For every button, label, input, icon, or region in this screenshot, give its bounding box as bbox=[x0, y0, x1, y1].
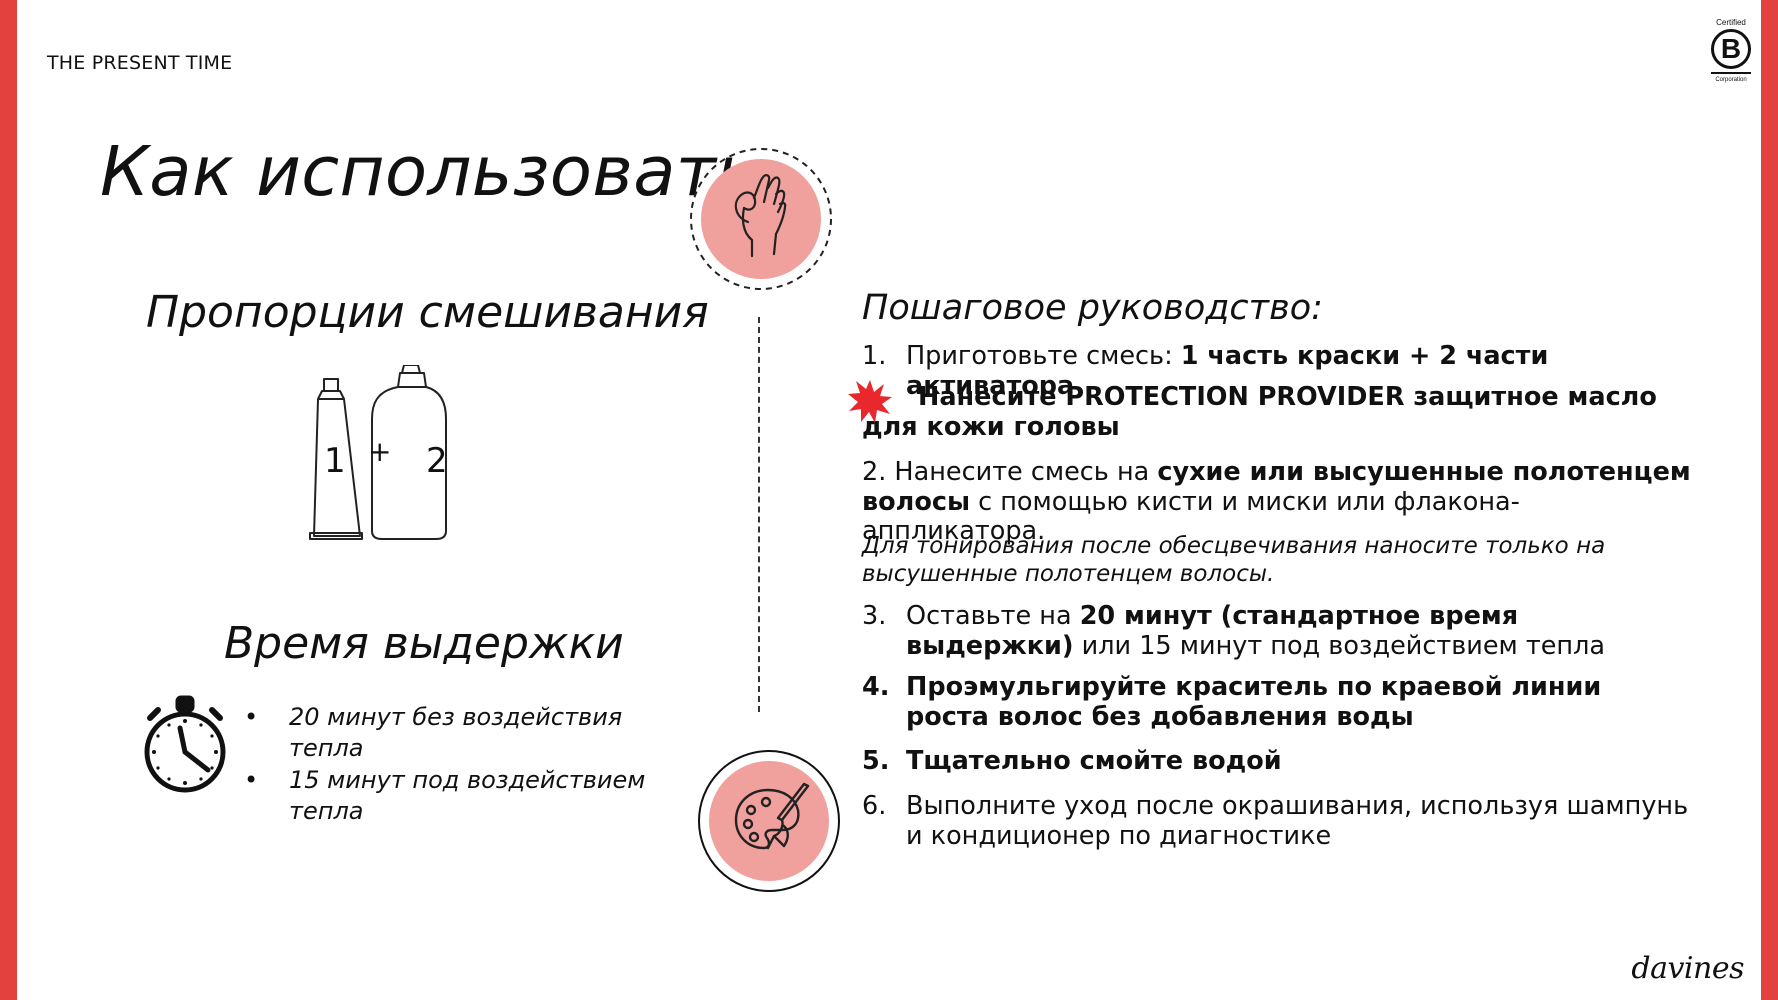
step-text: Выполните уход после окрашивания, исполь… bbox=[906, 791, 1689, 851]
davines-logo: davines bbox=[1631, 951, 1744, 986]
list-item: 20 минут без воздействия тепла bbox=[244, 702, 674, 764]
step-bold-text: 1 часть краски + 2 части активатора bbox=[906, 341, 1549, 401]
b-corp-logo: Certified B Corporation bbox=[1700, 18, 1762, 88]
step-1: 1. Приготовьте смесь: 1 часть краски + 2… bbox=[862, 341, 1692, 401]
starburst-icon bbox=[848, 380, 892, 423]
step-6: 6. Выполните уход после окрашивания, исп… bbox=[862, 791, 1692, 851]
step-number: 5. bbox=[862, 746, 890, 776]
step-text: 2. Нанесите смесь на bbox=[862, 457, 1158, 487]
toning-note: Для тонирования после обесцвечивания нан… bbox=[862, 533, 1606, 587]
step-3: 3. Оставьте на 20 минут (стандартное вре… bbox=[862, 601, 1692, 661]
step-number: 4. bbox=[862, 672, 890, 702]
palette-icon bbox=[698, 750, 840, 892]
b-corp-certified: Certified bbox=[1716, 18, 1746, 27]
b-corp-letter: B bbox=[1711, 29, 1751, 69]
step-bold-text: 20 минут (стандартное время выдержки) bbox=[906, 601, 1519, 661]
step-number: 6. bbox=[862, 791, 887, 821]
list-item: 15 минут под воздействием тепла bbox=[244, 765, 674, 827]
tube-and-bottle-icon bbox=[309, 365, 447, 540]
step-text: Тщательно смойте водой bbox=[906, 746, 1282, 776]
step-text: Оставьте на bbox=[906, 601, 1080, 631]
brand-label: THE PRESENT TIME bbox=[47, 52, 233, 74]
processing-time-heading: Время выдержки bbox=[224, 618, 624, 669]
stopwatch-icon bbox=[144, 695, 226, 793]
b-corp-corporation: Corporation bbox=[1715, 77, 1747, 83]
step-protection: Нанесите PROTECTION PROVIDER защитное ма… bbox=[848, 380, 1692, 442]
step-4: 4. Проэмульгируйте краситель по краевой … bbox=[862, 672, 1692, 732]
bottle-part-number: 2 bbox=[426, 441, 448, 481]
step-text: Нанесите PROTECTION PROVIDER защитное ма… bbox=[862, 382, 1657, 442]
step-5: 5. Тщательно смойте водой bbox=[862, 746, 1692, 777]
tube-part-number: 1 bbox=[324, 441, 346, 481]
ok-hand-icon bbox=[690, 148, 832, 290]
page-title: Как использовать bbox=[100, 132, 758, 212]
step-text: Приготовьте смесь: bbox=[906, 341, 1181, 371]
guide-heading: Пошаговое руководство: bbox=[862, 288, 1323, 328]
plus-sign: + bbox=[368, 435, 392, 468]
vertical-divider bbox=[758, 317, 760, 712]
step-text: или 15 минут под воздействием тепла bbox=[1073, 630, 1606, 661]
step-text: Проэмульгируйте краситель по краевой лин… bbox=[906, 672, 1602, 732]
mixing-ratio-illustration: 1 + 2 bbox=[300, 365, 480, 545]
step-2: 2. Нанесите смесь на сухие или высушенны… bbox=[862, 457, 1692, 547]
right-red-border bbox=[1761, 0, 1778, 1000]
step-number: 1. bbox=[862, 341, 887, 371]
step-bold-text: сухие или высушенные полотенцем волосы bbox=[862, 457, 1691, 517]
step-number: 3. bbox=[862, 601, 887, 631]
processing-time-list: 20 минут без воздействия тепла 15 минут … bbox=[244, 702, 674, 828]
left-red-border bbox=[0, 0, 17, 1000]
step-text: с помощью кисти и миски или флакона-аппл… bbox=[862, 486, 1520, 546]
mixing-heading: Пропорции смешивания bbox=[146, 287, 709, 338]
